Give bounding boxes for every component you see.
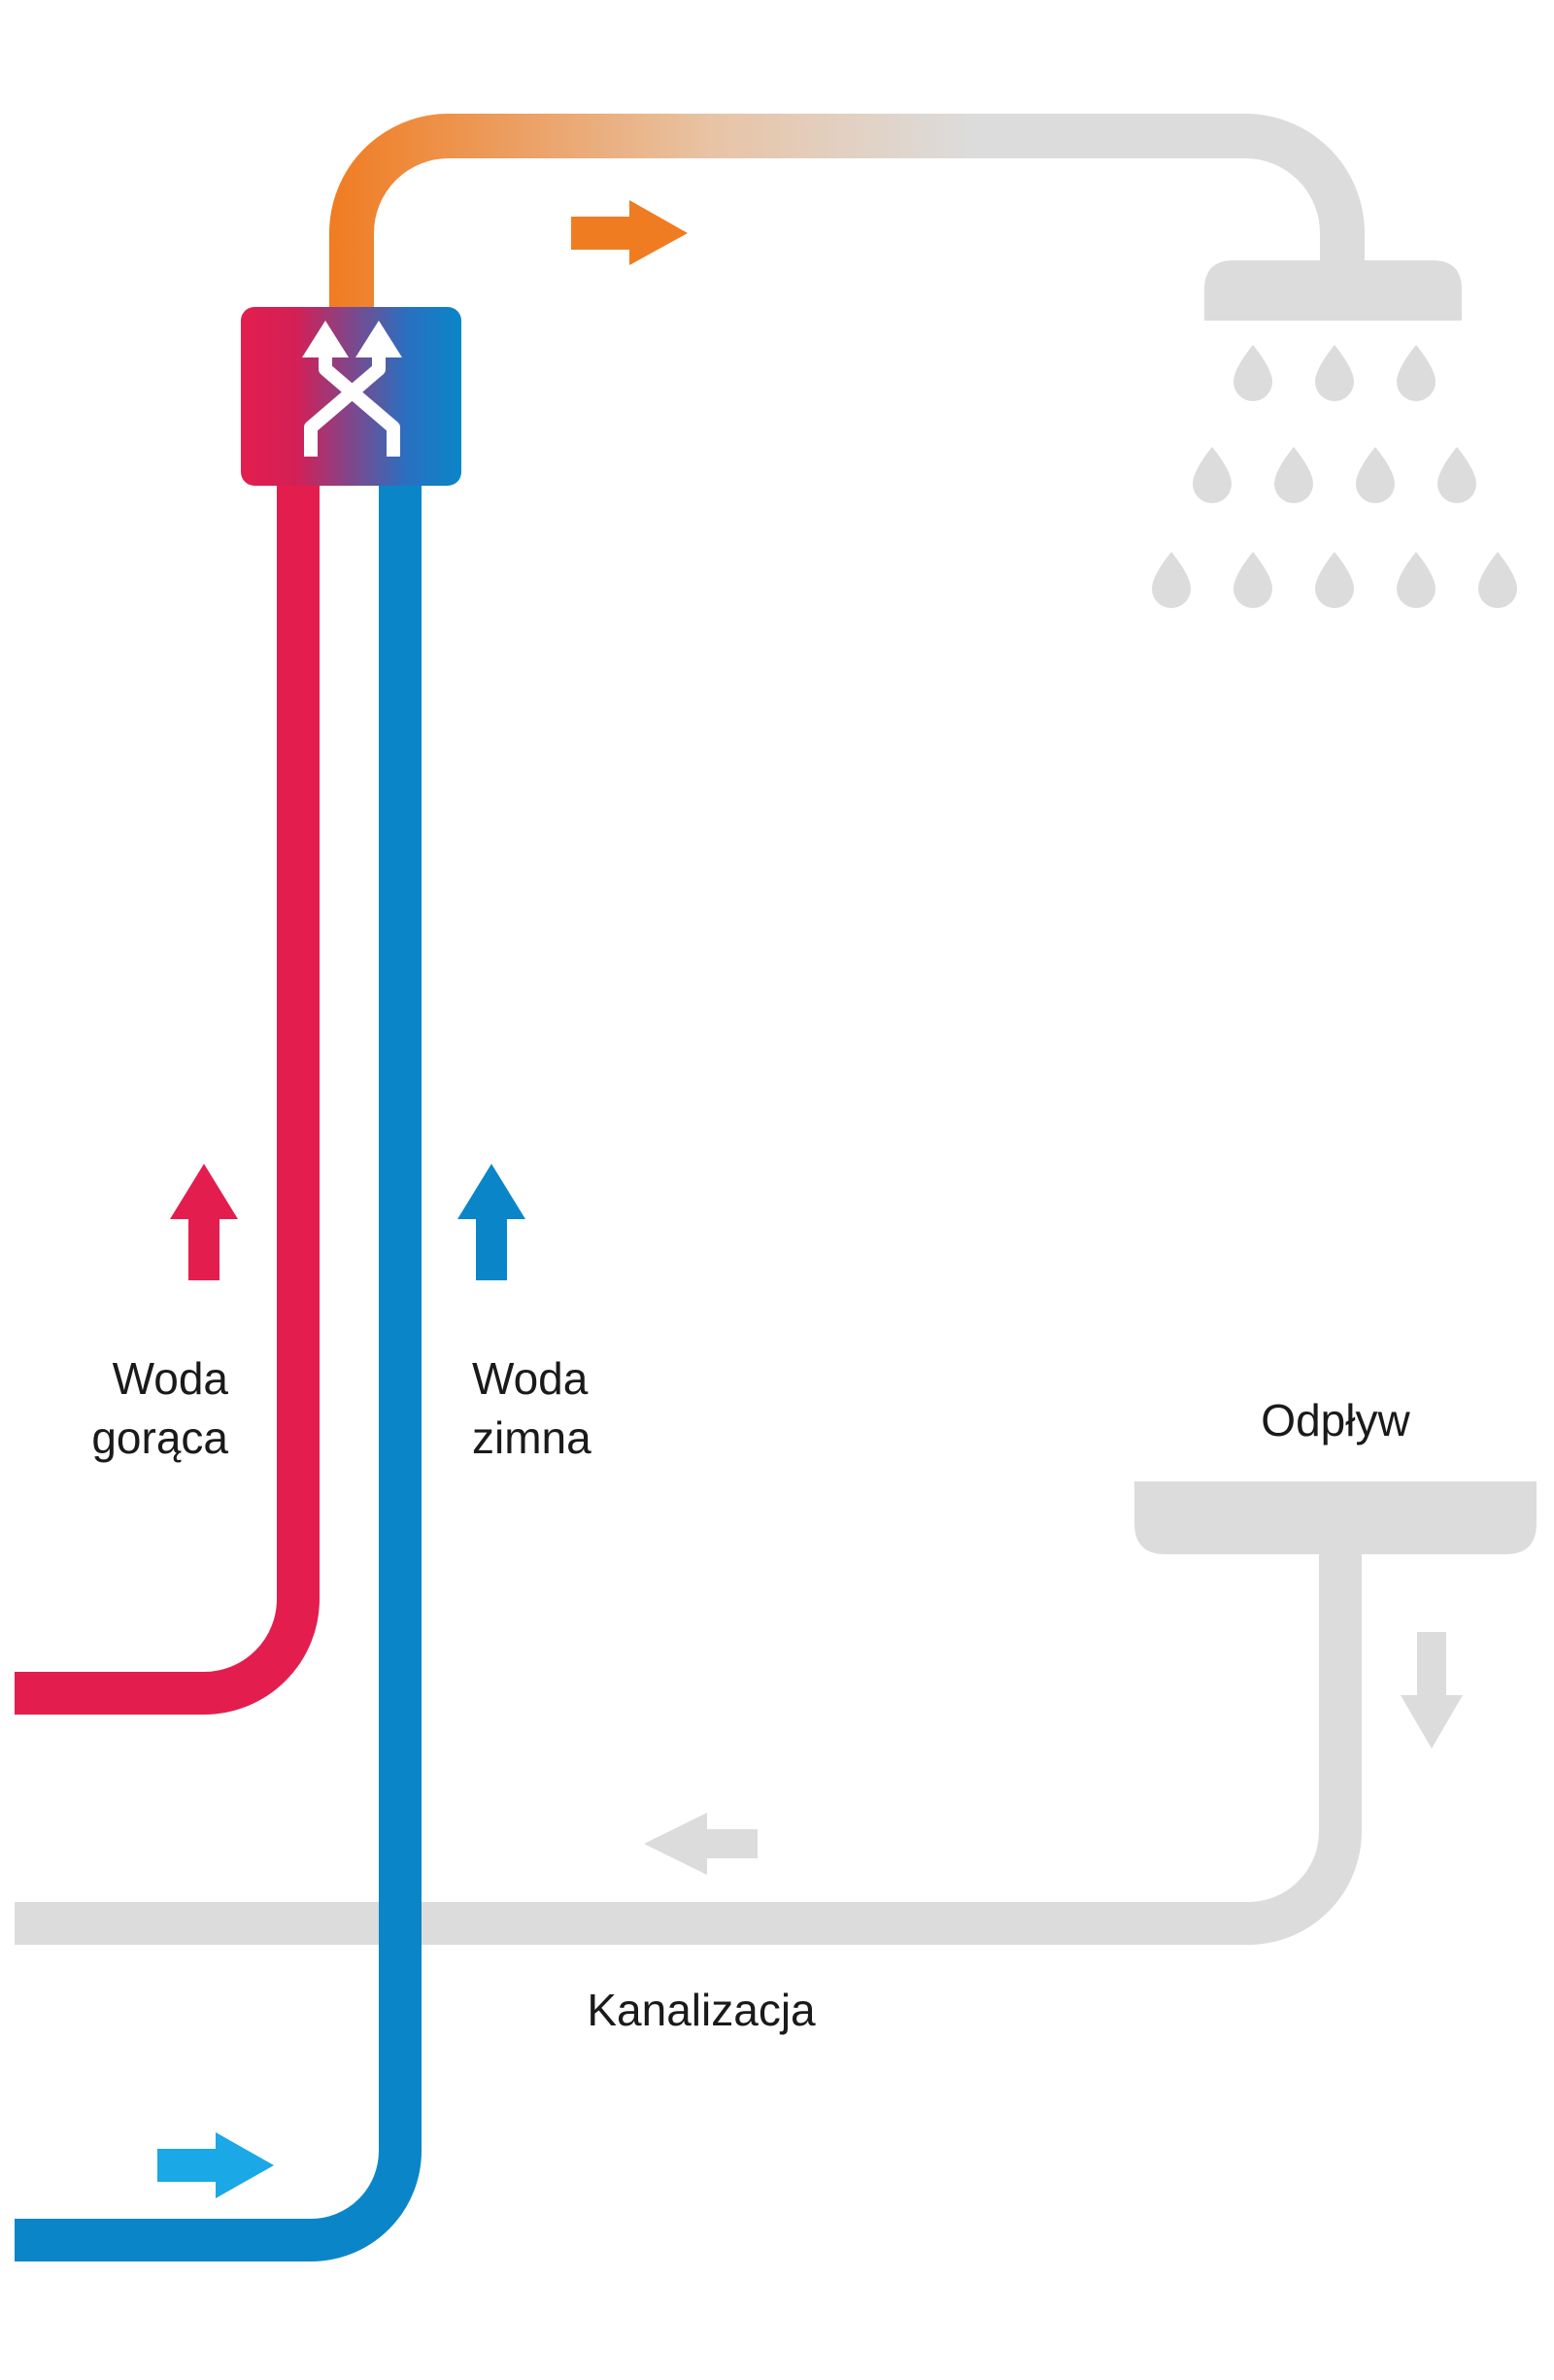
cold-flow-arrow-icon	[457, 1164, 525, 1280]
hot-water-label-line2: gorąca	[91, 1412, 228, 1463]
heat-exchanger-box	[241, 307, 461, 486]
drain-label: Odpływ	[1261, 1395, 1410, 1445]
shower-drops	[1152, 345, 1517, 608]
cold-water-pipe	[15, 476, 422, 2261]
hot-water-label-line1: Woda	[113, 1353, 229, 1404]
sewer-label: Kanalizacja	[587, 1985, 816, 2035]
hot-flow-arrow-icon	[170, 1164, 238, 1280]
water-drop-icon	[1193, 447, 1232, 503]
water-drop-icon	[1356, 447, 1395, 503]
water-drop-icon	[1397, 345, 1436, 401]
water-drop-icon	[1397, 552, 1436, 608]
sewer-flow-arrow-icon	[644, 1813, 758, 1875]
warm-flow-arrow-icon	[571, 200, 688, 265]
sewer-pipe	[15, 1545, 1362, 1945]
water-drop-icon	[1437, 447, 1476, 503]
shower-head-icon	[1204, 260, 1462, 321]
water-drop-icon	[1233, 552, 1272, 608]
water-drop-icon	[1315, 345, 1354, 401]
crossing-arrows-icon	[302, 321, 402, 457]
cold-inlet-arrow-icon	[157, 2132, 274, 2198]
water-drop-icon	[1478, 552, 1517, 608]
drain-flow-arrow-icon	[1401, 1632, 1463, 1749]
hot-water-pipe	[15, 476, 320, 1715]
water-drop-icon	[1152, 552, 1191, 608]
water-drop-icon	[1274, 447, 1313, 503]
water-drop-icon	[1233, 345, 1272, 401]
cold-water-label-line2: zimna	[472, 1412, 591, 1463]
cold-water-label-line1: Woda	[472, 1353, 589, 1404]
water-drop-icon	[1315, 552, 1354, 608]
warm-water-pipe	[329, 114, 1365, 311]
drain-tray-icon	[1134, 1481, 1537, 1554]
